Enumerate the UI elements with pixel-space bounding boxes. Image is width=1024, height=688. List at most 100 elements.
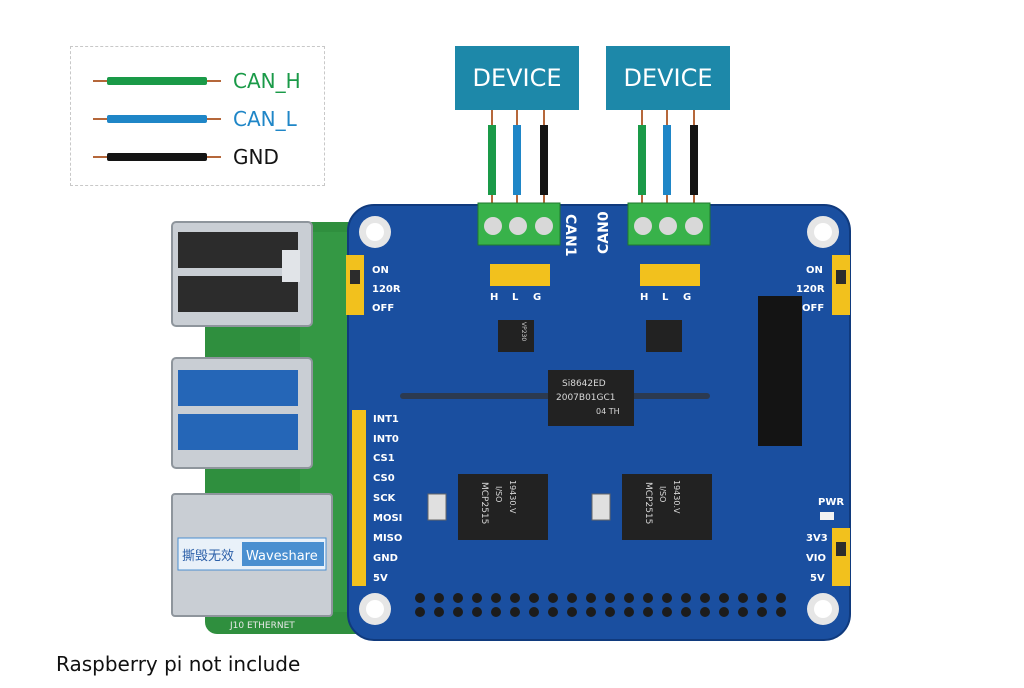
can1-wires (488, 110, 548, 205)
legend-item-can-l: CAN_L (93, 107, 297, 131)
usb-port-top (171, 221, 313, 327)
gpio-pin (738, 593, 748, 603)
gpio-pin (757, 593, 767, 603)
gpio-pin (434, 593, 444, 603)
crystal-right (591, 493, 611, 521)
gpio-pin (776, 607, 786, 617)
gpio-pin (605, 607, 615, 617)
power-select-vio: VIO (806, 553, 826, 564)
can0-terminal-h: H (640, 292, 648, 303)
ethernet-label: J10 ETHERNET (229, 621, 295, 631)
pwr-label: PWR (818, 497, 844, 508)
gpio-pin (548, 593, 558, 603)
gpio-pin (776, 593, 786, 603)
gpio-pin (453, 607, 463, 617)
svg-text:I/SO: I/SO (494, 486, 503, 502)
gpio-pin (586, 607, 596, 617)
gpio-pin (434, 607, 444, 617)
gpio-pin (567, 607, 577, 617)
gpio-pin (491, 607, 501, 617)
svg-text:I/SO: I/SO (658, 486, 667, 502)
can0-terminal-g: G (683, 292, 691, 303)
svg-text:MCP2515: MCP2515 (479, 482, 489, 524)
can1-terminal-block (477, 202, 561, 286)
can-controller-chip-left: MCP2515 I/SO 19430.V (458, 474, 548, 540)
gpio-header (415, 593, 786, 617)
right-termination-jumper (832, 255, 850, 315)
left-jumper-off: OFF (372, 303, 394, 314)
legend-item-gnd: GND (93, 145, 279, 169)
svg-text:19430.V: 19430.V (672, 480, 681, 514)
pin-label-int0: INT0 (373, 434, 399, 445)
right-jumper-on: ON (806, 265, 823, 276)
pin-label-int1: INT1 (373, 414, 399, 425)
transceiver-chip-can0 (646, 320, 682, 352)
can1-terminal-h: H (490, 292, 498, 303)
power-select-3v3: 3V3 (806, 533, 828, 544)
gpio-pin (681, 593, 691, 603)
pin-label-cs1: CS1 (373, 453, 395, 464)
crystal-left (427, 493, 447, 521)
ethernet-sticker-cn: 撕毁无效 (182, 549, 234, 564)
right-jumper-off: OFF (802, 303, 824, 314)
gpio-pin (567, 593, 577, 603)
power-select-5v: 5V (810, 573, 825, 584)
pin-label-cs0: CS0 (373, 473, 395, 484)
can-controller-chip-right: MCP2515 I/SO 19430.V (622, 474, 712, 540)
gpio-pin (548, 607, 558, 617)
left-jumper-120r: 120R (372, 284, 401, 295)
gpio-pin (415, 607, 425, 617)
gpio-pin (643, 607, 653, 617)
svg-text:VP230: VP230 (520, 322, 527, 341)
transceiver-chip-can1: VP230 (498, 320, 534, 352)
pin-header-yellow (352, 410, 366, 586)
pin-label-sck: SCK (373, 493, 397, 504)
gpio-pin (491, 593, 501, 603)
can1-terminal-g: G (533, 292, 541, 303)
ethernet-port: 撕毁无效 Waveshare J10 ETHERNET (171, 493, 333, 631)
can0-terminal-block (627, 202, 711, 286)
wire-legend: CAN_H CAN_L GND (70, 46, 325, 186)
gpio-pin (510, 607, 520, 617)
gpio-pin (586, 593, 596, 603)
gpio-pin (662, 593, 672, 603)
gpio-pin (624, 607, 634, 617)
svg-text:04 TH: 04 TH (596, 407, 620, 416)
gpio-pin (453, 593, 463, 603)
can0-label: CAN0 (596, 211, 612, 254)
gpio-pin (662, 607, 672, 617)
gpio-pin (472, 593, 482, 603)
can1-terminal-l: L (512, 292, 519, 303)
left-jumper-on: ON (372, 265, 389, 276)
gpio-pin (605, 593, 615, 603)
power-select-jumper (832, 528, 850, 586)
gpio-pin (510, 593, 520, 603)
legend-label-can-l: CAN_L (233, 107, 297, 131)
usb-port-bottom (171, 357, 313, 469)
gnd-wire-swatch (93, 145, 221, 169)
gpio-pin (700, 607, 710, 617)
power-module (758, 296, 802, 446)
gpio-pin (529, 607, 539, 617)
caption: Raspberry pi not include (56, 652, 301, 676)
legend-label-gnd: GND (233, 145, 279, 169)
gpio-pin (719, 607, 729, 617)
gpio-pin (681, 607, 691, 617)
gpio-pin (643, 593, 653, 603)
pwr-led (820, 512, 834, 520)
gpio-pin (738, 607, 748, 617)
gpio-pin (624, 593, 634, 603)
svg-text:2007B01GC1: 2007B01GC1 (556, 393, 616, 403)
pin-label-gnd: GND (373, 553, 398, 564)
legend-item-can-h: CAN_H (93, 69, 301, 93)
pin-label-mosi: MOSI (373, 513, 402, 524)
can0-wires (638, 110, 698, 205)
isolator-chip: Si8642ED 2007B01GC1 04 TH (548, 370, 634, 426)
left-termination-jumper (346, 255, 364, 315)
device-box-can1: DEVICE (455, 46, 579, 110)
gpio-pin (415, 593, 425, 603)
device-box-can0: DEVICE (606, 46, 730, 110)
ethernet-sticker-brand: Waveshare (246, 549, 318, 564)
gpio-pin (719, 593, 729, 603)
